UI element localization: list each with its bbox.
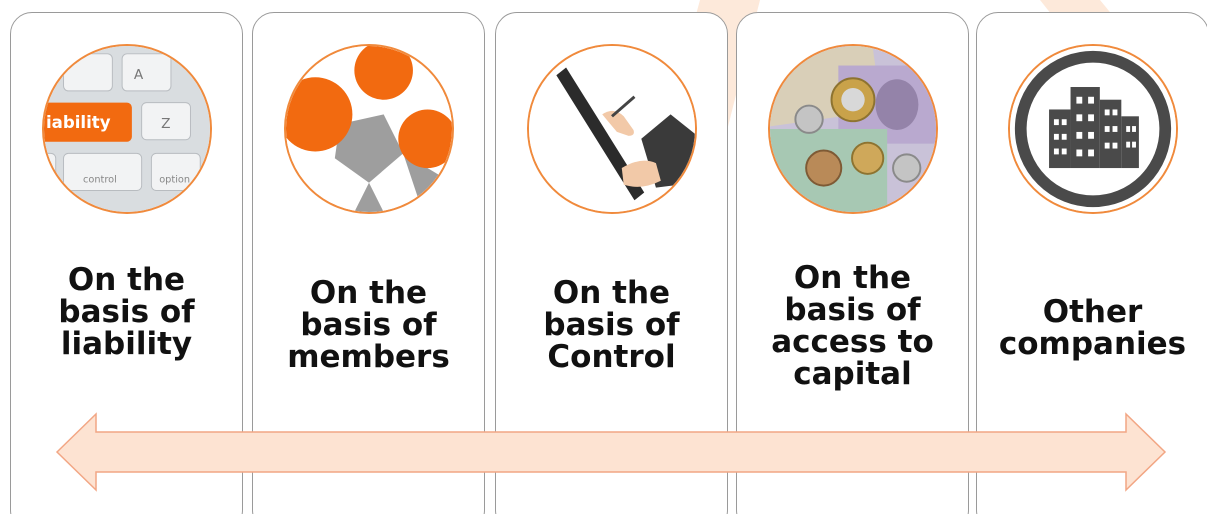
- card-label-capital: On the basis of access to capital: [771, 260, 934, 392]
- buildings-icon: [1008, 44, 1178, 214]
- card-label-control: On the basis of Control: [543, 275, 680, 375]
- card-control: On the basis of Control: [495, 12, 728, 514]
- money-coins-notes-image: [768, 44, 938, 214]
- svg-text:option: option: [159, 175, 190, 186]
- liability-key-text: iability: [46, 113, 111, 132]
- card-other: Other companies: [976, 12, 1207, 514]
- keyboard-liability-key-image: A Z control option iability: [42, 44, 212, 214]
- card-label-members: On the basis of members: [287, 275, 450, 375]
- card-label-other: Other companies: [998, 294, 1187, 362]
- svg-text:control: control: [83, 175, 117, 186]
- svg-text:Z: Z: [161, 116, 170, 132]
- hand-signing-clipboard-image: [527, 44, 697, 214]
- card-members: On the basis of members: [252, 12, 485, 514]
- card-liability: A Z control option iability On the basis…: [10, 12, 243, 514]
- svg-text:A: A: [134, 67, 144, 83]
- card-capital: On the basis of access to capital: [736, 12, 969, 514]
- members-network-icon: [284, 44, 454, 214]
- card-label-liability: On the basis of liability: [58, 262, 195, 362]
